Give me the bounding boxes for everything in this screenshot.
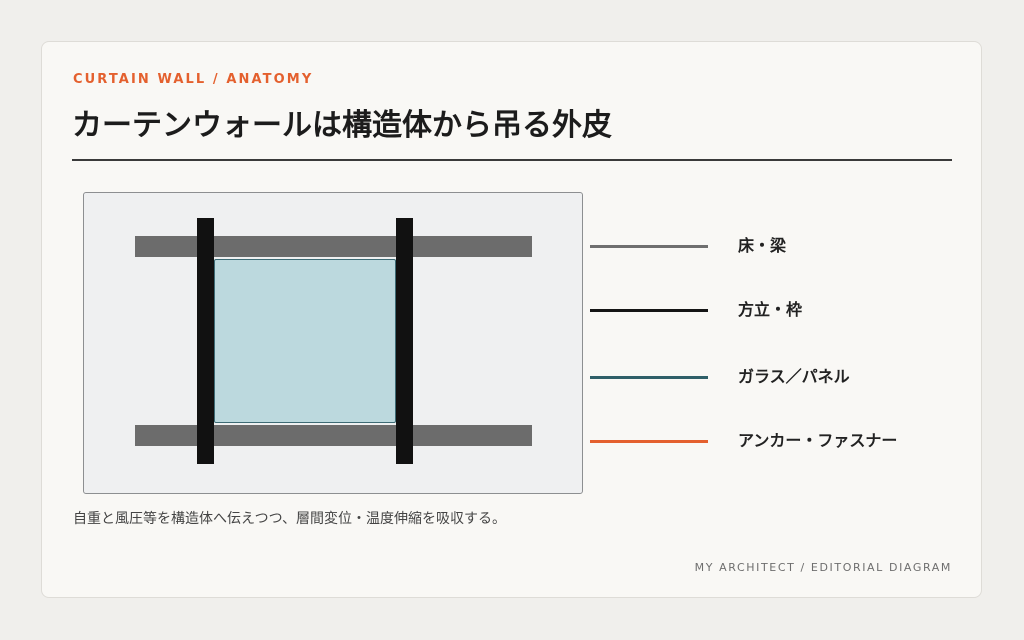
legend-label-mullion-frame: 方立・枠 [738,300,803,319]
mullion-left [197,218,214,464]
curtain-wall-diagram [83,192,583,494]
legend-swatch-floor-beam [590,245,708,248]
legend-swatch-anchor-fastener [590,440,708,443]
page-title: カーテンウォールは構造体から吊る外皮 [72,108,612,143]
legend-item-mullion-frame: 方立・枠 [590,296,970,326]
credit-footer: MY ARCHITECT / EDITORIAL DIAGRAM [694,561,952,574]
legend-label-anchor-fastener: アンカー・ファスナー [738,431,898,450]
mullion-right [396,218,413,464]
legend-item-anchor-fastener: アンカー・ファスナー [590,427,970,457]
diagram-card: CURTAIN WALL / ANATOMY カーテンウォールは構造体から吊る外… [41,41,982,598]
glass-panel [214,259,396,423]
legend-item-floor-beam: 床・梁 [590,232,970,262]
legend-swatch-mullion-frame [590,309,708,312]
title-divider [72,159,952,161]
diagram-legend: 床・梁 方立・枠 ガラス／パネル アンカー・ファスナー [590,212,970,462]
legend-label-floor-beam: 床・梁 [738,236,787,255]
floor-slab-lower [135,425,532,446]
diagram-caption: 自重と風圧等を構造体へ伝えつつ、層間変位・温度伸縮を吸収する。 [73,511,507,527]
section-eyebrow: CURTAIN WALL / ANATOMY [73,72,314,87]
legend-item-glass-panel: ガラス／パネル [590,363,970,393]
legend-label-glass-panel: ガラス／パネル [738,367,850,386]
legend-swatch-glass-panel [590,376,708,379]
floor-slab-upper [135,236,532,257]
